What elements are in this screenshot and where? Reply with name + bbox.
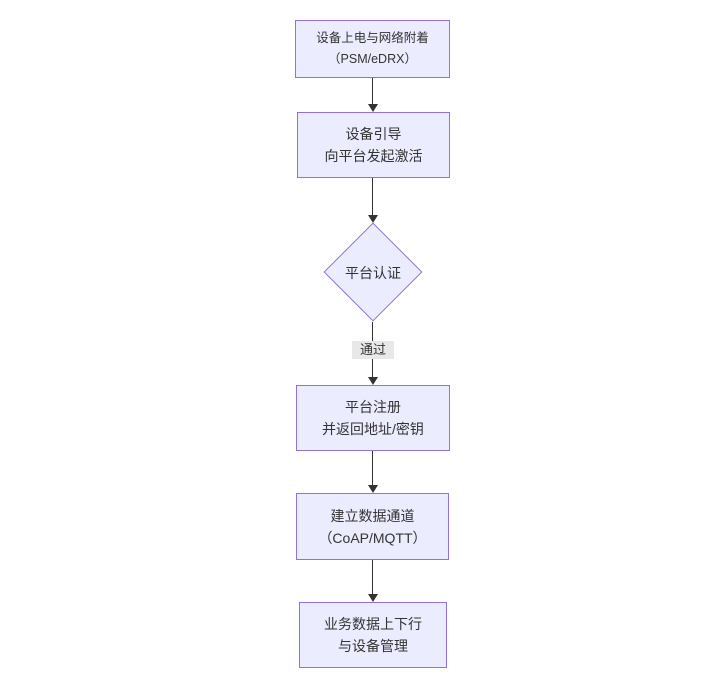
decision-platform-auth-label: 平台认证 [345,265,401,281]
arrowhead-icon [368,104,378,112]
node-data-channel: 建立数据通道 （CoAP/MQTT） [296,493,449,560]
node-label-line: 与设备管理 [338,638,408,654]
node-label-line: 平台注册 [345,399,401,415]
node-platform-register: 平台注册 并返回地址/密钥 [296,385,450,451]
edge-label-pass: 通过 [352,341,394,359]
arrowhead-icon [368,594,378,602]
node-bootstrap-activate: 设备引导 向平台发起激活 [297,112,450,178]
node-label-line: （PSM/eDRX） [328,52,417,66]
node-label-line: 向平台发起激活 [324,148,423,164]
arrowhead-icon [368,215,378,223]
node-label-line: 设备上电与网络附着 [316,31,429,45]
node-label-line: 建立数据通道 [330,507,415,524]
edge-line-b-c [372,178,373,215]
edge-line-e-f [372,560,373,594]
edge-line-d-e [372,451,373,485]
arrowhead-icon [368,485,378,493]
node-business-data-management: 业务数据上下行 与设备管理 [299,602,447,668]
arrowhead-icon [368,377,378,385]
node-label-line: 并返回地址/密钥 [322,421,424,437]
node-power-network-attach: 设备上电与网络附着 （PSM/eDRX） [295,20,450,78]
edge-line-a-b [372,78,373,104]
node-label-line: 设备引导 [345,126,402,142]
node-label-line: （CoAP/MQTT） [318,529,427,546]
node-label-line: 业务数据上下行 [324,616,422,632]
